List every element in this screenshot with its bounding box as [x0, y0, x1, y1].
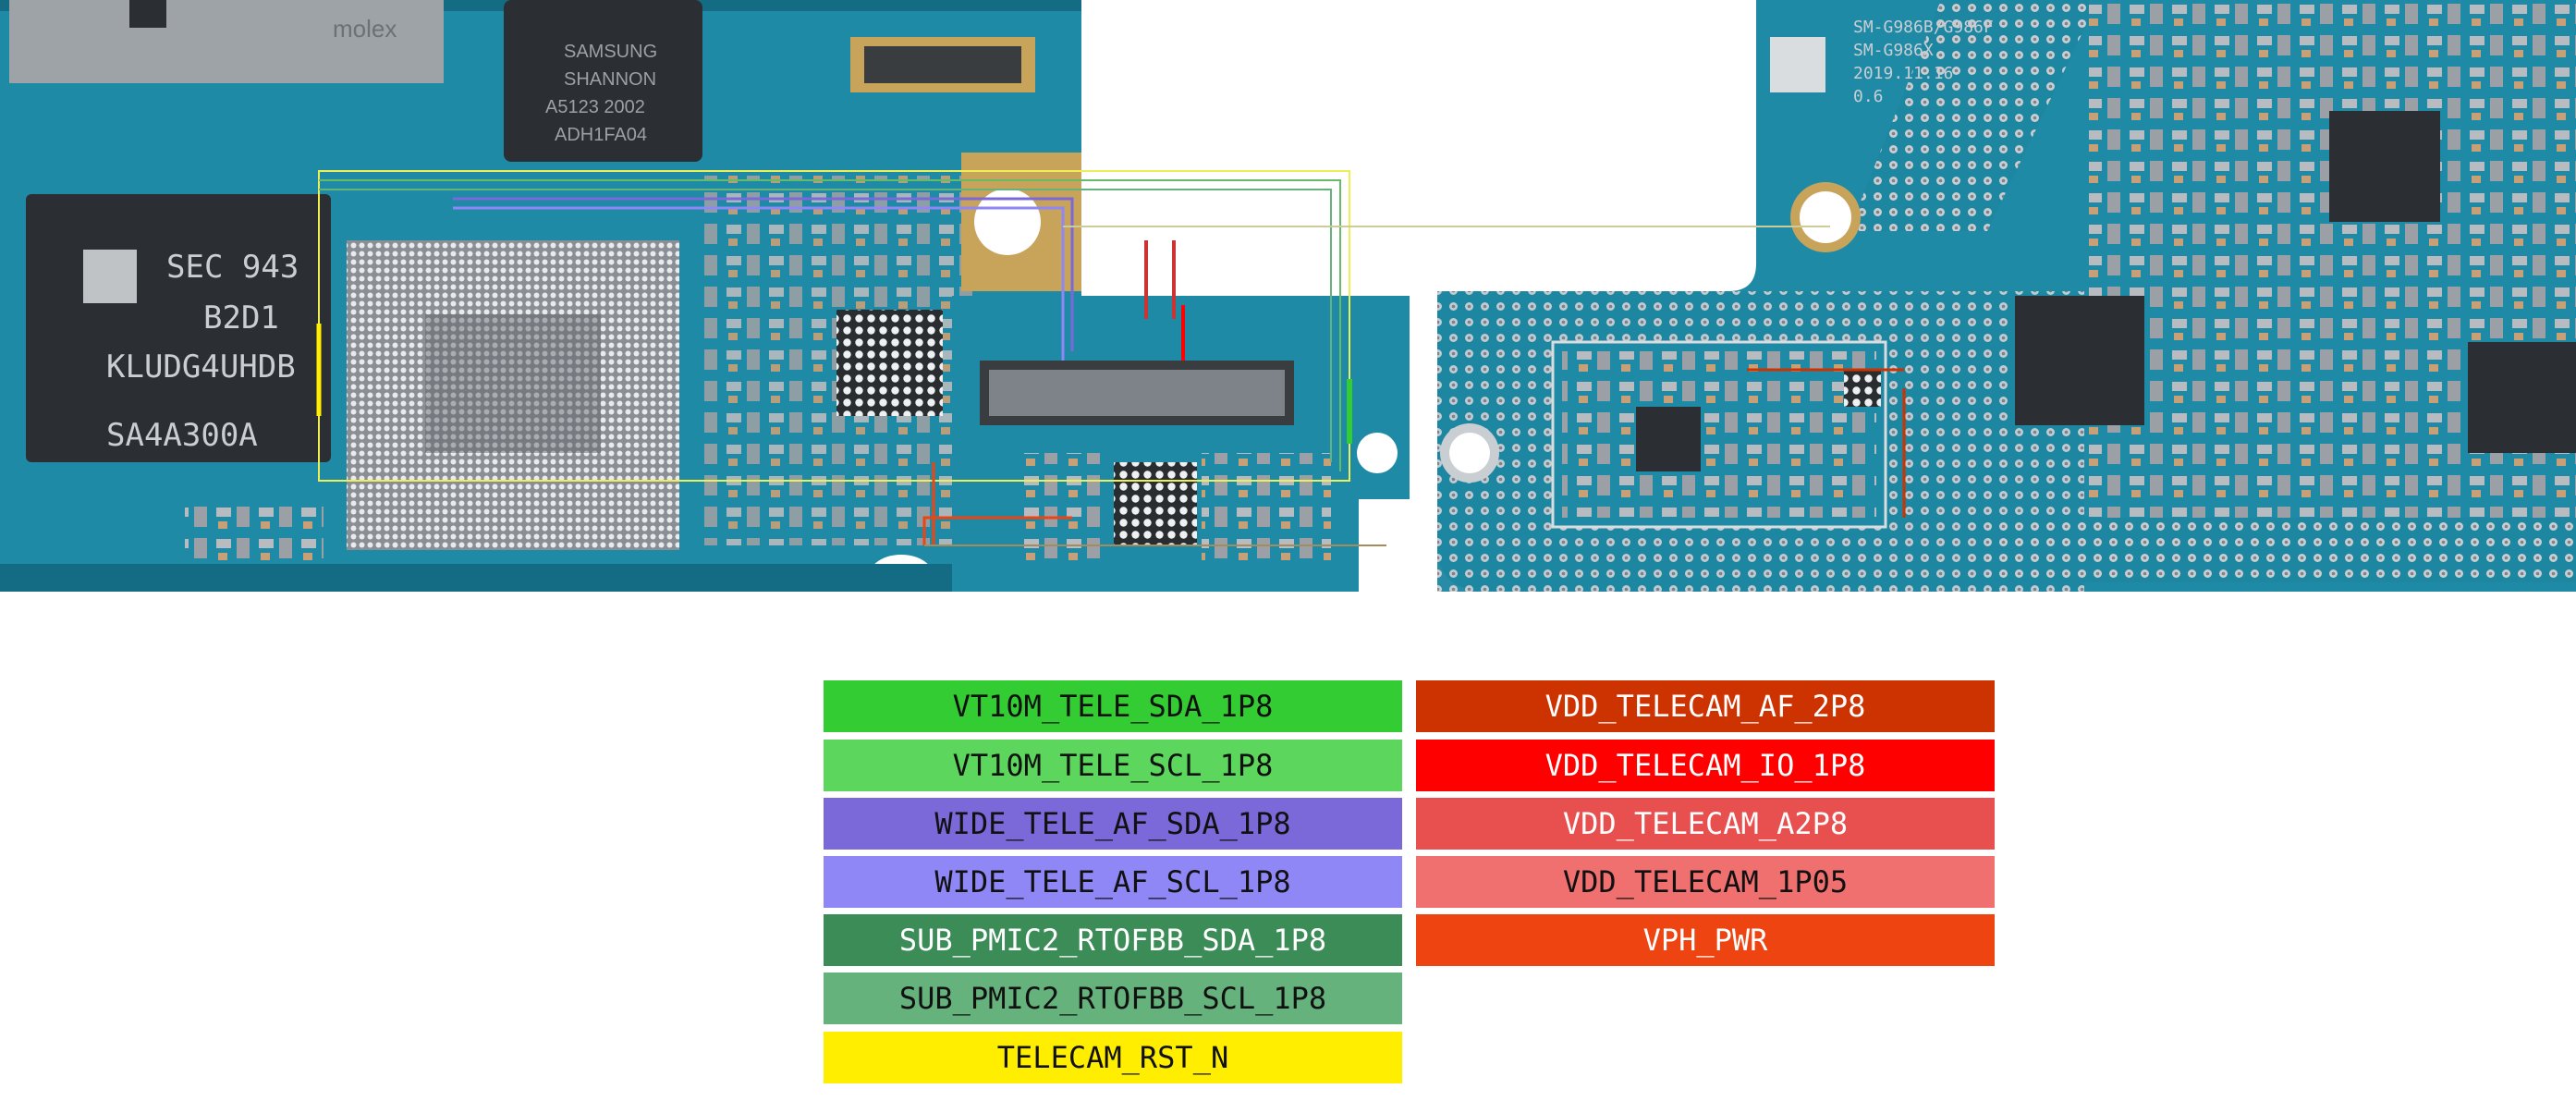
- legend-label: VPH_PWR: [1642, 923, 1768, 958]
- memory-chip-line3: KLUDG4UHDB: [106, 349, 296, 385]
- memory-chip-line1: SEC 943: [166, 249, 299, 286]
- modem-line1: SAMSUNG: [564, 42, 657, 62]
- memory-chip-line4: SA4A300A: [106, 417, 258, 454]
- legend-label: WIDE_TELE_AF_SCL_1P8: [934, 864, 1291, 899]
- legend-item-vdd-telecam-af-2p8: VDD_TELECAM_AF_2P8: [1416, 680, 1995, 732]
- pcb-board: SEC 943 B2D1 KLUDG4UHDB SA4A300A molex S…: [0, 0, 2576, 592]
- legend-item-vph-pwr: VPH_PWR: [1416, 914, 1995, 966]
- legend-item-wide-tele-af-scl: WIDE_TELE_AF_SCL_1P8: [824, 856, 1402, 908]
- legend-item-sub-pmic2-rtofbb-scl: SUB_PMIC2_RTOFBB_SCL_1P8: [824, 973, 1402, 1024]
- legend-item-vt10m-tele-sda: VT10M_TELE_SDA_1P8: [824, 680, 1402, 732]
- model-line3: 2019.11.16: [1853, 64, 1953, 83]
- model-line2: SM-G986X: [1853, 41, 1934, 60]
- legend-label: VT10M_TELE_SDA_1P8: [952, 689, 1274, 724]
- legend-item-vdd-telecam-1p05: VDD_TELECAM_1P05: [1416, 856, 1995, 908]
- legend-label: TELECAM_RST_N: [996, 1040, 1229, 1075]
- left-board: SEC 943 B2D1 KLUDG4UHDB SA4A300A molex S…: [0, 0, 1081, 592]
- legend-label: SUB_PMIC2_RTOFBB_SDA_1P8: [898, 923, 1327, 958]
- modem-line2: SHANNON: [564, 69, 656, 90]
- legend-item-sub-pmic2-rtofbb-sda: SUB_PMIC2_RTOFBB_SDA_1P8: [824, 914, 1402, 966]
- model-line1: SM-G986B/G986F: [1853, 18, 1994, 37]
- legend-item-vt10m-tele-scl: VT10M_TELE_SCL_1P8: [824, 740, 1402, 791]
- legend-label: WIDE_TELE_AF_SDA_1P8: [934, 806, 1291, 841]
- legend-label: VT10M_TELE_SCL_1P8: [952, 748, 1274, 783]
- legend-item-wide-tele-af-sda: WIDE_TELE_AF_SDA_1P8: [824, 798, 1402, 850]
- right-board: SM-G986B/G986F SM-G986X 2019.11.16 0.6: [1437, 0, 2576, 592]
- connector-brand: molex: [333, 15, 397, 43]
- legend-label: VDD_TELECAM_IO_1P8: [1544, 748, 1866, 783]
- legend-label: SUB_PMIC2_RTOFBB_SCL_1P8: [898, 981, 1327, 1016]
- signal-traces: [316, 170, 1906, 546]
- legend-label: VDD_TELECAM_AF_2P8: [1544, 689, 1866, 724]
- modem-line3: A5123 2002: [545, 97, 645, 117]
- legend-item-vdd-telecam-a2p8: VDD_TELECAM_A2P8: [1416, 798, 1995, 850]
- memory-chip-line2: B2D1: [203, 300, 279, 336]
- legend-label: VDD_TELECAM_1P05: [1562, 864, 1849, 899]
- legend-item-telecam-rst-n: TELECAM_RST_N: [824, 1032, 1402, 1083]
- legend-item-vdd-telecam-io-1p8: VDD_TELECAM_IO_1P8: [1416, 740, 1995, 791]
- legend-label: VDD_TELECAM_A2P8: [1562, 806, 1849, 841]
- modem-line4: ADH1FA04: [555, 125, 647, 145]
- model-line4: 0.6: [1853, 87, 1884, 106]
